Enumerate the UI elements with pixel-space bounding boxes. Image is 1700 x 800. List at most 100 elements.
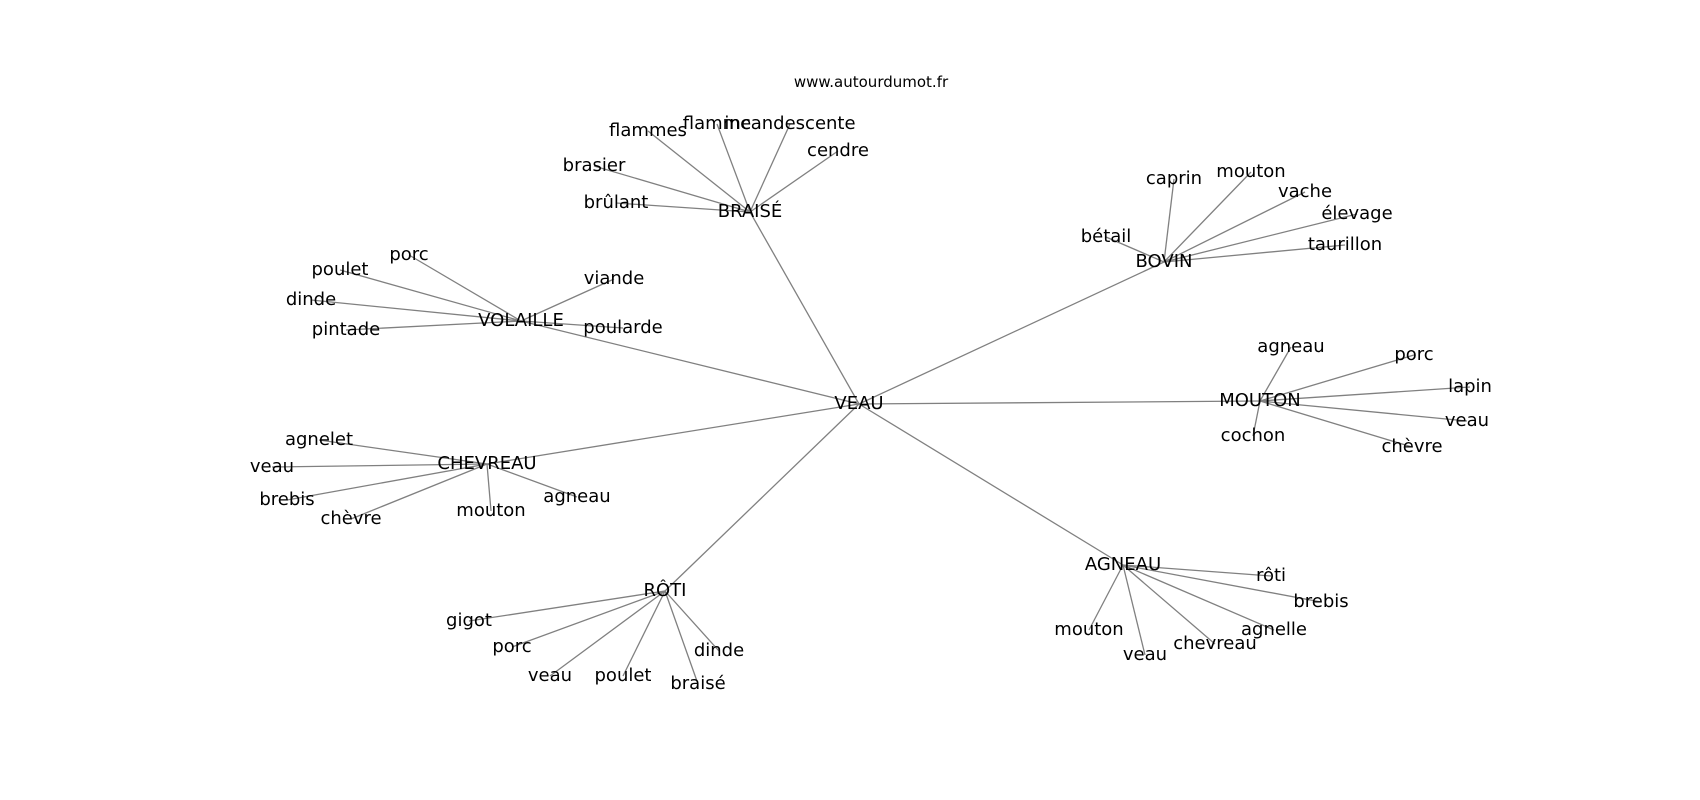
edge-agneau-roti (1122, 564, 1272, 577)
node-root: VEAU (834, 393, 883, 414)
edge-root-mouton (858, 400, 1261, 405)
edge-mouton-cochon (1252, 400, 1261, 437)
edge-braise-flammes (647, 130, 751, 213)
node-agneau-agnelle: agnelle (1241, 619, 1307, 640)
edge-agneau-brebis (1122, 564, 1322, 603)
node-bovin-betail: bétail (1081, 226, 1132, 247)
node-hub-bovin: BOVIN (1136, 251, 1193, 272)
edge-roti-veau (549, 590, 666, 677)
edge-bovin-vache (1163, 191, 1306, 263)
node-roti-porc: porc (492, 636, 531, 657)
edge-braise-cendre (749, 150, 839, 213)
node-bovin-vache: vache (1278, 181, 1332, 202)
edge-bovin-taurillon (1163, 244, 1346, 263)
node-mouton-agneau: agneau (1257, 336, 1324, 357)
edge-roti-gigot (468, 590, 666, 622)
node-volaille-poulet: poulet (312, 259, 369, 280)
node-bovin-mouton: mouton (1216, 161, 1285, 182)
edge-roti-poulet (622, 590, 666, 677)
node-chevreau-agnelet: agnelet (285, 429, 353, 450)
node-volaille-porc: porc (389, 244, 428, 265)
node-mouton-porc: porc (1394, 344, 1433, 365)
edge-bovin-betail (1105, 236, 1165, 263)
edge-mouton-chevre (1259, 400, 1413, 448)
edge-volaille-porc (408, 254, 522, 322)
node-chevreau-agneau: agneau (543, 486, 610, 507)
edge-bovin-elevage (1163, 213, 1358, 263)
edge-root-agneau (858, 403, 1124, 566)
node-chevreau-veau: veau (250, 456, 294, 477)
node-chevreau-chevre: chèvre (320, 508, 381, 529)
node-braise-brasier: brasier (563, 155, 626, 176)
edge-bovin-caprin (1163, 178, 1175, 263)
edge-chevreau-agneau (486, 463, 578, 498)
node-agneau-roti: rôti (1256, 565, 1286, 586)
edge-chevreau-veau (271, 463, 488, 468)
node-volaille-pintade: pintade (312, 319, 380, 340)
node-roti-gigot: gigot (446, 610, 492, 631)
edge-roti-porc (511, 590, 666, 648)
edge-chevreau-agnelet (318, 439, 488, 465)
node-chevreau-brebis: brebis (259, 489, 314, 510)
node-bovin-taurillon: taurillon (1308, 234, 1382, 255)
node-braise-cendre: cendre (807, 140, 869, 161)
node-hub-braise: BRAISÉ (718, 200, 783, 222)
source-label: www.autourdumot.fr (794, 73, 949, 91)
node-roti-dinde: dinde (694, 640, 744, 661)
edge-braise-flamme (716, 123, 751, 213)
edge-braise-brulant (615, 202, 751, 213)
node-roti-poulet: poulet (595, 665, 652, 686)
node-roti-veau: veau (528, 665, 572, 686)
node-hub-agneau: AGNEAU (1085, 554, 1161, 575)
edge-volaille-dinde (310, 299, 522, 322)
edge-braise-brasier (593, 165, 751, 213)
edge-root-bovin (858, 261, 1165, 405)
edge-agneau-agnelle (1122, 564, 1275, 631)
edge-mouton-veau (1259, 400, 1468, 422)
node-hub-mouton: MOUTON (1219, 390, 1301, 411)
node-agneau-veau: veau (1123, 644, 1167, 665)
node-agneau-mouton: mouton (1054, 619, 1123, 640)
node-agneau-chevreau: chevreau (1173, 633, 1257, 654)
edge-root-chevreau (486, 403, 860, 465)
node-mouton-cochon: cochon (1221, 425, 1286, 446)
node-roti-braise: braisé (670, 673, 725, 694)
graph-edges (271, 123, 1471, 685)
edge-volaille-pintade (345, 320, 522, 331)
edge-agneau-mouton (1088, 564, 1124, 631)
edge-agneau-veau (1122, 564, 1146, 656)
edge-volaille-poulet (339, 269, 522, 322)
node-mouton-veau: veau (1445, 410, 1489, 431)
edge-root-braise (749, 211, 860, 405)
node-braise-flamme: flamme (683, 113, 752, 134)
edge-braise-incandescente (749, 123, 791, 213)
node-hub-volaille: VOLAILLE (478, 310, 564, 331)
node-volaille-poularde: poularde (583, 317, 662, 338)
edge-roti-dinde (664, 590, 720, 652)
edge-mouton-lapin (1259, 386, 1471, 402)
node-braise-flammes: flammes (609, 120, 687, 141)
edge-chevreau-chevre (350, 463, 488, 520)
node-hub-roti: RÔTI (644, 579, 687, 601)
edge-chevreau-brebis (286, 463, 488, 501)
node-agneau-brebis: brebis (1293, 591, 1348, 612)
node-mouton-chevre: chèvre (1381, 436, 1442, 457)
edge-bovin-mouton (1163, 171, 1252, 263)
edge-roti-braise (664, 590, 699, 685)
edge-agneau-chevreau (1122, 564, 1216, 645)
edge-volaille-poularde (520, 320, 624, 329)
edge-volaille-viande (520, 278, 615, 322)
edge-root-volaille (520, 320, 860, 405)
node-bovin-elevage: élevage (1321, 203, 1392, 224)
node-braise-incandescente: incandescente (724, 113, 855, 134)
edge-chevreau-mouton (486, 463, 492, 512)
node-mouton-lapin: lapin (1448, 376, 1492, 397)
node-bovin-caprin: caprin (1146, 168, 1202, 189)
node-hub-chevreau: CHEVREAU (437, 453, 536, 474)
edge-mouton-porc (1259, 354, 1415, 402)
edge-mouton-agneau (1259, 346, 1292, 402)
node-volaille-viande: viande (584, 268, 645, 289)
node-braise-brulant: brûlant (584, 192, 649, 213)
